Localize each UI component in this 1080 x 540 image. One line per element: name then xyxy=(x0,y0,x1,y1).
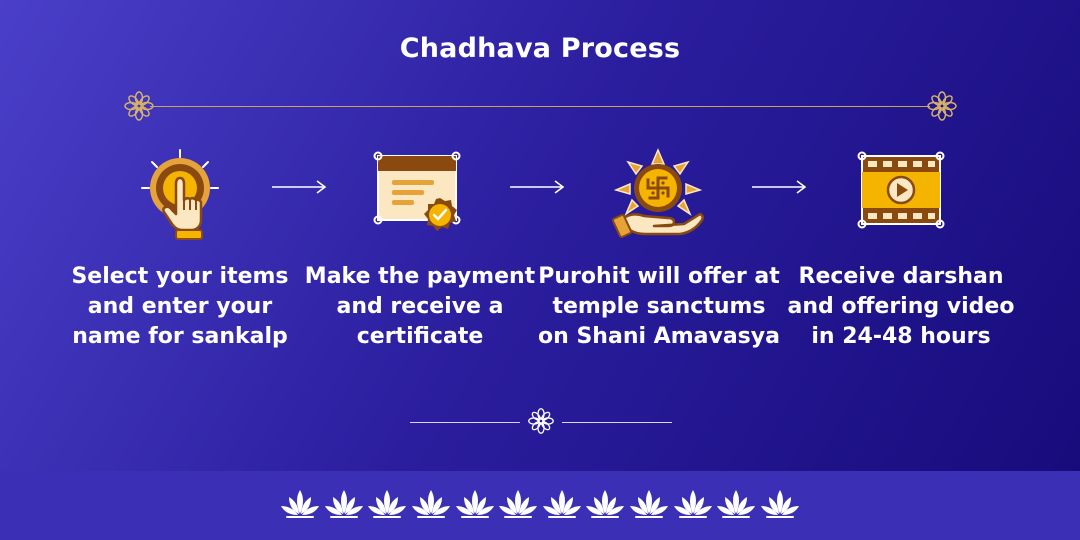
lotus-icon xyxy=(586,490,625,518)
lotus-icon xyxy=(673,490,712,518)
lotus-icon xyxy=(324,490,363,518)
lotus-icon xyxy=(411,490,450,518)
step-4-text: Receive darshan and offering video in 24… xyxy=(787,264,1015,349)
lotus-row xyxy=(280,487,800,521)
top-divider-line xyxy=(150,106,930,107)
divider-line-right xyxy=(562,422,672,423)
arrow-right-icon xyxy=(272,180,327,194)
arrow-right-icon xyxy=(752,180,807,194)
lotus-icon xyxy=(281,490,319,518)
step-3-text: Purohit will offer at temple sanctums on… xyxy=(538,264,780,349)
video-play-icon xyxy=(857,151,945,229)
arrow-right-icon xyxy=(510,180,565,194)
footer-band xyxy=(0,471,1080,540)
hand-tap-icon xyxy=(141,149,219,240)
lotus-icon xyxy=(455,490,494,518)
lotus-icon xyxy=(760,490,799,518)
step-2-text: Make the payment and receive a certifica… xyxy=(304,264,536,349)
mandala-center-icon xyxy=(528,408,554,434)
lotus-icon xyxy=(542,490,581,518)
lotus-icon xyxy=(499,490,538,518)
step-1-text: Select your items and enter your name fo… xyxy=(71,264,289,349)
mandala-right-icon xyxy=(927,91,957,121)
certificate-icon xyxy=(373,151,461,231)
swastika-offering-icon xyxy=(611,148,704,238)
lotus-icon xyxy=(630,490,668,518)
mandala-left-icon xyxy=(124,91,154,121)
lotus-icon xyxy=(717,490,756,518)
divider-line-left xyxy=(410,422,520,423)
lotus-icon xyxy=(368,490,407,518)
page-title: Chadhava Process xyxy=(399,33,681,64)
